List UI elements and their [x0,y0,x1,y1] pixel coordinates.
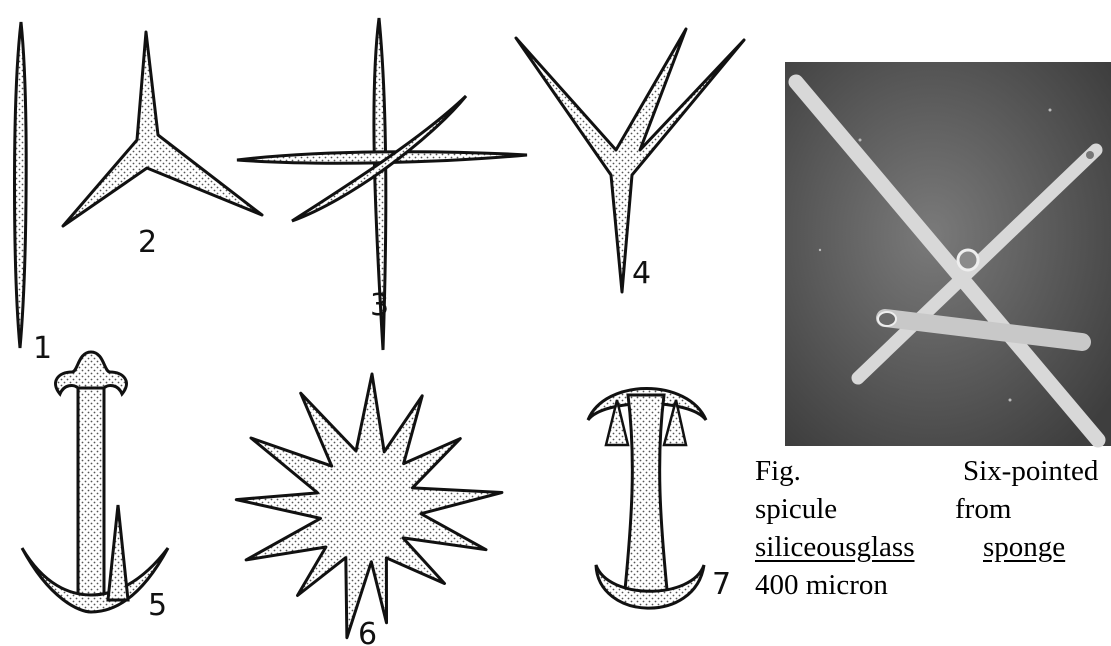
caption-word: from [955,493,1011,525]
label-3: 3 [370,288,389,323]
spicule-7-double-anchor [588,389,706,609]
spicule-2-triradiate [63,32,262,226]
label-4: 4 [632,256,651,291]
caption-word: Six-pointed [963,455,1098,487]
spicule-photo [785,62,1111,446]
label-5: 5 [148,588,167,623]
spicule-6-aster [236,374,502,638]
spicule-4-fork [516,29,744,292]
caption-word: sponge [983,531,1065,563]
label-6: 6 [358,617,377,646]
figure-caption: Fig. Six-pointed spicule from siliceousg… [755,452,1111,646]
label-2: 2 [138,225,157,260]
label-1: 1 [33,331,52,366]
caption-word: spicule [755,493,837,525]
spicule-5-anchor [22,352,168,612]
label-7: 7 [712,567,731,602]
caption-word: Fig. [755,455,801,487]
caption-word: siliceousglass [755,531,915,563]
caption-scale: 400 micron [755,569,888,601]
spicule-1-monaxon [15,22,27,348]
